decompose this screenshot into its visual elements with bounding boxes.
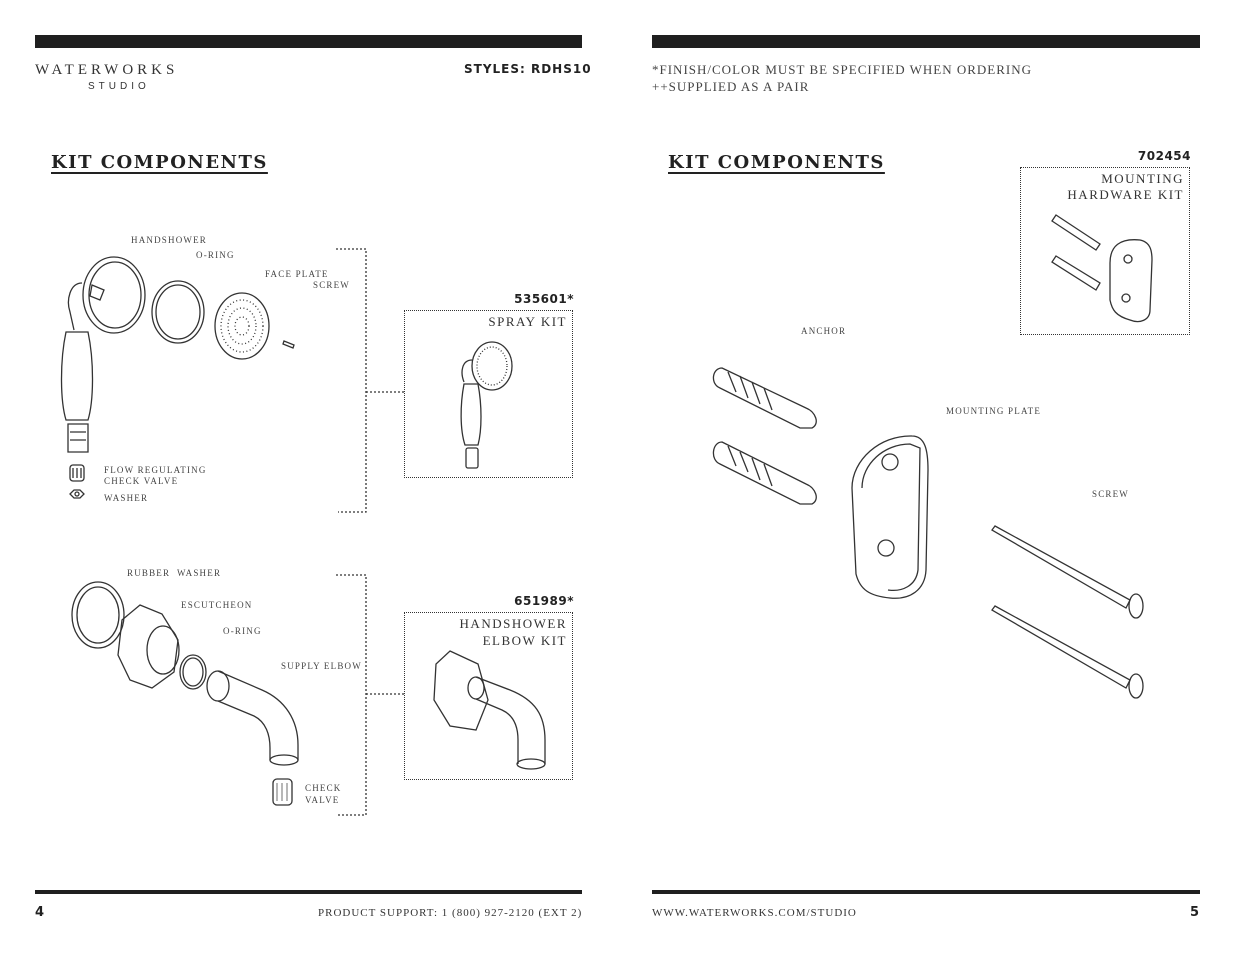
top-bar-left [35, 35, 582, 48]
mounting-kit-part-number: 702454 [1137, 149, 1191, 163]
supply-elbow-drawing [206, 670, 299, 766]
bottom-bar-left [35, 890, 582, 894]
bracket-spray-kit [336, 248, 404, 513]
spray-kit-drawing [460, 341, 513, 469]
top-bar-right [652, 35, 1200, 48]
mounting-kit-name-2: HARDWARE KIT [1067, 187, 1184, 202]
mounting-plate-drawing [851, 435, 929, 599]
label-check-valve: CHECK VALVE [104, 476, 179, 486]
check-valve-drawing [69, 464, 85, 499]
label-rubber-washer: RUBBER WASHER [127, 568, 222, 578]
label-handshower: HANDSHOWER [131, 235, 207, 245]
screw-drawing-2 [991, 605, 1144, 699]
brand-logo-sub: STUDIO [88, 81, 150, 92]
styles-label: STYLES: RDHS10 [464, 62, 592, 76]
product-support: PRODUCT SUPPORT: 1 (800) 927-2120 (EXT 2… [318, 907, 583, 919]
brand-logo: WATERWORKS [35, 62, 179, 78]
label-escutcheon: ESCUTCHEON [181, 600, 253, 610]
anchor-drawing-2 [712, 441, 817, 505]
oring-drawing [151, 280, 205, 344]
note-pair: ++SUPPLIED AS A PAIR [652, 79, 810, 94]
screw-small-drawing [282, 340, 295, 349]
page-number-left: 4 [35, 905, 45, 920]
label-anchor: ANCHOR [801, 326, 847, 336]
note-finish: *FINISH/COLOR MUST BE SPECIFIED WHEN ORD… [652, 62, 1033, 77]
mounting-kit-box [1020, 167, 1190, 335]
label-mounting-plate: MOUNTING PLATE [946, 406, 1042, 416]
mounting-kit-drawing [1051, 214, 1153, 323]
bracket-elbow-kit [336, 574, 404, 816]
label-oring: O-RING [196, 250, 235, 260]
spray-kit-name: SPRAY KIT [488, 314, 567, 329]
label-flow-regulating: FLOW REGULATING [104, 465, 207, 475]
left-page-title: KIT COMPONENTS [51, 152, 268, 173]
rubber-washer-drawing [71, 581, 125, 649]
check-valve-2-drawing [272, 778, 293, 806]
website-url[interactable]: WWW.WATERWORKS.COM/STUDIO [652, 907, 857, 919]
bottom-bar-right [652, 890, 1200, 894]
label-check: CHECK [305, 783, 342, 793]
elbow-kit-box [404, 612, 573, 780]
elbow-kit-name-1: HANDSHOWER [459, 616, 567, 631]
escutcheon-drawing [117, 604, 180, 689]
spray-kit-part-number: 535601* [514, 292, 574, 306]
screw-drawing-1 [991, 525, 1144, 619]
label-oring-2: O-RING [223, 626, 262, 636]
label-washer: WASHER [104, 493, 149, 503]
elbow-kit-part-number: 651989* [514, 594, 574, 608]
elbow-kit-name-2: ELBOW KIT [482, 633, 567, 648]
label-screw-left: SCREW [313, 280, 351, 290]
spray-kit-box [404, 310, 573, 478]
handshower-drawing [60, 256, 146, 453]
oring-2-drawing [179, 654, 207, 690]
elbow-kit-drawing [433, 650, 546, 770]
label-screw-right: SCREW [1092, 489, 1130, 499]
mounting-kit-name-1: MOUNTING [1101, 171, 1184, 186]
anchor-drawing-1 [712, 367, 817, 429]
face-plate-drawing [214, 292, 270, 360]
label-valve: VALVE [305, 795, 340, 805]
right-page-title: KIT COMPONENTS [668, 152, 885, 173]
label-face-plate: FACE PLATE [265, 269, 329, 279]
page-number-right: 5 [1190, 905, 1200, 920]
label-supply-elbow: SUPPLY ELBOW [281, 661, 362, 671]
